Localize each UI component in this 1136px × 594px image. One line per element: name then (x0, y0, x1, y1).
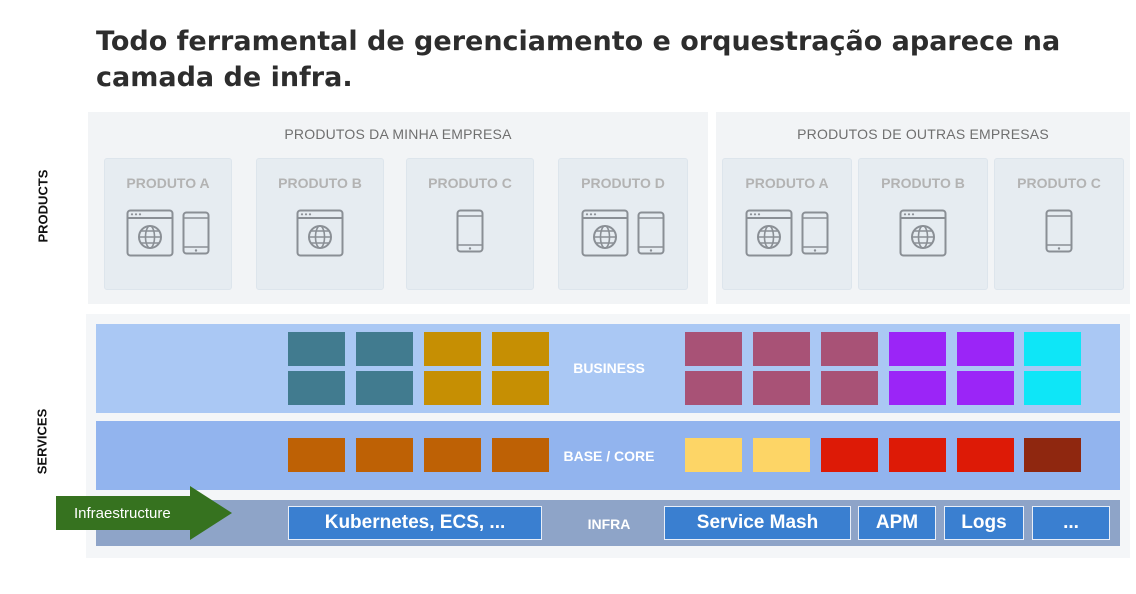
business-service-tile (424, 332, 481, 366)
business-service-tile (492, 371, 549, 405)
base-service-tile (1024, 438, 1081, 472)
business-service-tile (821, 332, 878, 366)
product-card: PRODUTO C (406, 158, 534, 290)
business-service-tile (288, 371, 345, 405)
products-side-label: PRODUCTS (35, 169, 51, 243)
services-side-label: SERVICES (34, 408, 50, 475)
infra-box-more: ... (1032, 506, 1110, 540)
product-card: PRODUTO A (104, 158, 232, 290)
business-service-tile (957, 371, 1014, 405)
product-card-icons (859, 209, 987, 257)
own-products-title: PRODUTOS DA MINHA EMPRESA (284, 126, 512, 142)
mobile-icon (801, 211, 829, 255)
product-card-icons (257, 209, 383, 257)
base-service-tile (821, 438, 878, 472)
base-core-label: BASE / CORE (563, 448, 655, 464)
product-card-label: PRODUTO D (581, 175, 665, 191)
product-card-icons (105, 209, 231, 257)
business-service-tile (821, 371, 878, 405)
product-card: PRODUTO A (722, 158, 852, 290)
business-service-tile (424, 371, 481, 405)
base-service-tile (356, 438, 413, 472)
business-service-tile (685, 371, 742, 405)
slide-title: Todo ferramental de gerenciamento e orqu… (96, 26, 1061, 93)
business-service-tile (1024, 332, 1081, 366)
browser-icon (296, 209, 344, 257)
product-card-label: PRODUTO C (1017, 175, 1101, 191)
business-service-tile (1024, 371, 1081, 405)
product-card-label: PRODUTO C (428, 175, 512, 191)
mobile-icon (456, 209, 484, 253)
business-label: BUSINESS (573, 360, 645, 376)
base-service-tile (685, 438, 742, 472)
product-card-icons (995, 209, 1123, 253)
product-card-label: PRODUTO A (126, 175, 210, 191)
base-service-tile (889, 438, 946, 472)
product-card: PRODUTO D (558, 158, 688, 290)
business-service-tile (957, 332, 1014, 366)
other-products-title: PRODUTOS DE OUTRAS EMPRESAS (797, 126, 1049, 142)
browser-icon (899, 209, 947, 257)
mobile-icon (1045, 209, 1073, 253)
product-card: PRODUTO B (858, 158, 988, 290)
base-service-tile (753, 438, 810, 472)
infra-box-apm: APM (858, 506, 936, 540)
business-layer (96, 324, 1120, 413)
browser-icon (126, 209, 174, 257)
base-service-tile (492, 438, 549, 472)
business-service-tile (889, 332, 946, 366)
mobile-icon (637, 211, 665, 255)
browser-icon (581, 209, 629, 257)
business-service-tile (356, 371, 413, 405)
product-card-label: PRODUTO B (278, 175, 362, 191)
business-service-tile (889, 371, 946, 405)
infra-box-kubernetes: Kubernetes, ECS, ... (288, 506, 542, 540)
business-service-tile (492, 332, 549, 366)
infrastructure-arrow: Infraestructure (56, 486, 232, 540)
product-card-icons (559, 209, 687, 257)
business-service-tile (356, 332, 413, 366)
business-service-tile (685, 332, 742, 366)
infra-box-logs: Logs (944, 506, 1024, 540)
infra-box-service-mash: Service Mash (664, 506, 851, 540)
base-service-tile (288, 438, 345, 472)
product-card-label: PRODUTO B (881, 175, 965, 191)
product-card: PRODUTO B (256, 158, 384, 290)
infra-label: INFRA (587, 516, 631, 532)
business-service-tile (288, 332, 345, 366)
base-service-tile (424, 438, 481, 472)
browser-icon (745, 209, 793, 257)
base-service-tile (957, 438, 1014, 472)
business-service-tile (753, 332, 810, 366)
infrastructure-arrow-label: Infraestructure (74, 505, 171, 522)
product-card-label: PRODUTO A (745, 175, 829, 191)
business-service-tile (753, 371, 810, 405)
product-card: PRODUTO C (994, 158, 1124, 290)
base-core-layer (96, 421, 1120, 490)
product-card-icons (407, 209, 533, 253)
mobile-icon (182, 211, 210, 255)
product-card-icons (723, 209, 851, 257)
